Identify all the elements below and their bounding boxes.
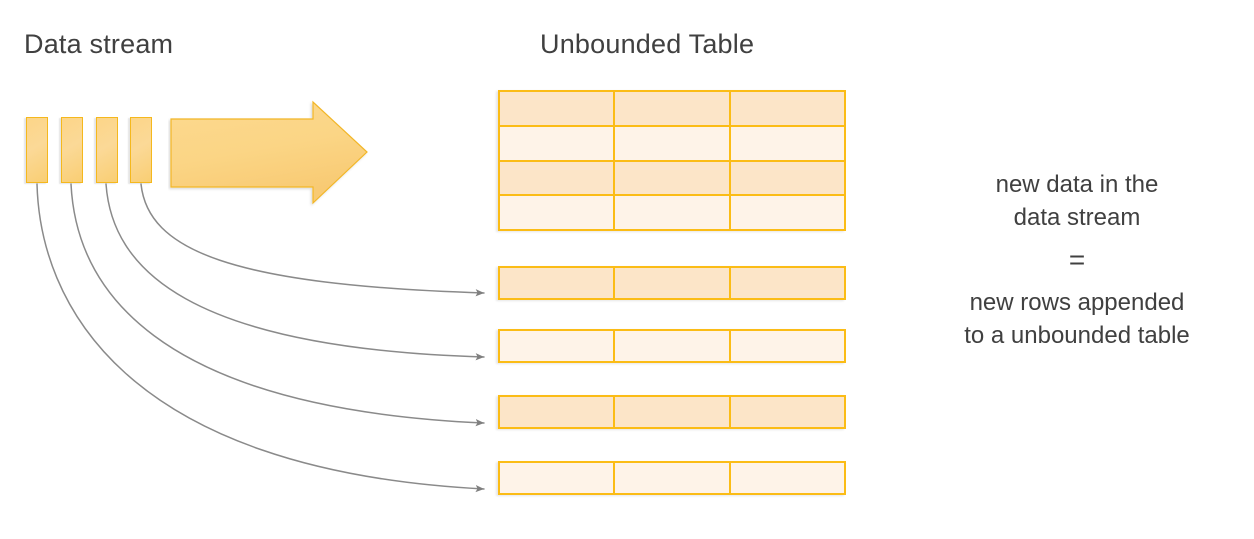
- table-row: [500, 92, 844, 125]
- table-cell: [613, 397, 729, 427]
- connector-bar1-to-row4: [36, 183, 485, 493]
- legend-block: new data in the data stream = new rows a…: [900, 168, 1254, 352]
- table-cell: [500, 268, 614, 298]
- appended-row-2: [498, 329, 846, 363]
- table-cell: [728, 126, 844, 160]
- legend-line-3: new rows appended: [969, 289, 1185, 316]
- unbounded-table-title: Unbounded Table: [540, 29, 755, 59]
- table-cell: [728, 92, 844, 125]
- data-stream-title: Data stream: [24, 29, 174, 59]
- legend-top-group: new data in the data stream: [900, 168, 1254, 234]
- table-row: [500, 159, 844, 195]
- stream-bar-2: [61, 117, 83, 183]
- table-cell: [500, 126, 614, 160]
- table-cell: [613, 268, 729, 298]
- connector-bar2-to-row3: [70, 183, 485, 427]
- table-cell: [500, 463, 614, 493]
- stream-bar-4: [130, 117, 152, 183]
- table-cell: [728, 196, 844, 229]
- flow-arrow-icon: [170, 100, 368, 205]
- table-cell: [500, 397, 614, 427]
- table-cell: [500, 92, 614, 125]
- table-cell: [728, 331, 844, 361]
- table-cell: [613, 161, 729, 195]
- flow-arrow-shape: [170, 100, 368, 205]
- table-cell: [728, 463, 844, 493]
- table-cell: [613, 463, 729, 493]
- legend-line-2: data stream: [1013, 204, 1141, 231]
- table-cell: [613, 196, 729, 229]
- table-cell: [500, 161, 614, 195]
- unbounded-table: [498, 90, 846, 231]
- table-cell: [500, 331, 614, 361]
- stream-bar-1: [26, 117, 48, 183]
- table-cell: [500, 196, 614, 229]
- appended-row-1: [498, 266, 846, 300]
- appended-row-4: [498, 461, 846, 495]
- legend-equals-sign: =: [1068, 244, 1086, 275]
- appended-row-3: [498, 395, 846, 429]
- table-cell: [613, 126, 729, 160]
- legend-bottom-group: new rows appended to a unbounded table: [900, 286, 1254, 352]
- table-row: [500, 124, 844, 160]
- table-cell: [728, 268, 844, 298]
- connector-bar3-to-row2: [105, 183, 485, 361]
- table-cell: [728, 397, 844, 427]
- table-cell: [613, 92, 729, 125]
- legend-line-4: to a unbounded table: [964, 322, 1190, 349]
- table-cell: [613, 331, 729, 361]
- legend-line-1: new data in the: [995, 171, 1159, 198]
- table-row: [500, 194, 844, 229]
- table-cell: [728, 161, 844, 195]
- stream-bar-3: [96, 117, 118, 183]
